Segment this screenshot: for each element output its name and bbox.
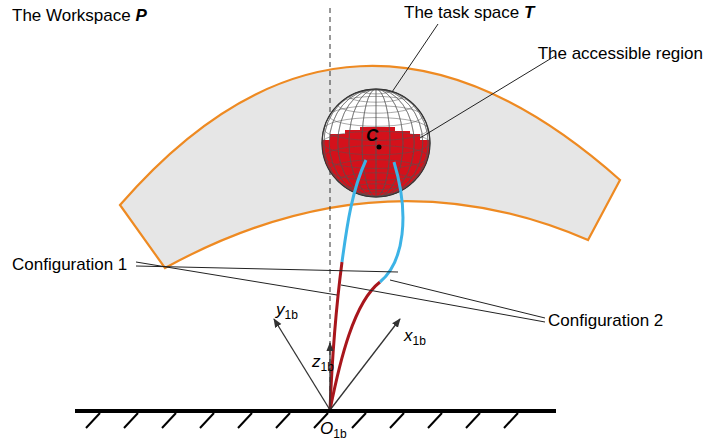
z-axis bbox=[329, 343, 330, 410]
config2-upper bbox=[380, 162, 403, 282]
hatch-stroke bbox=[352, 413, 366, 428]
hatch-stroke bbox=[124, 413, 138, 428]
origin-label: O1b bbox=[320, 419, 347, 442]
hatch-stroke bbox=[390, 413, 404, 428]
text: The Workspace bbox=[12, 6, 135, 25]
grid-line bbox=[329, 89, 423, 197]
grid-line bbox=[362, 89, 390, 197]
symbol: O bbox=[320, 419, 333, 438]
hatch-stroke bbox=[200, 413, 214, 428]
hatch-stroke bbox=[276, 413, 290, 428]
symbol: x bbox=[404, 326, 413, 345]
config-label: Configuration 2 bbox=[548, 311, 663, 331]
ground-line bbox=[75, 409, 556, 413]
symbol: P bbox=[135, 6, 146, 25]
region-label: The accessible region bbox=[538, 44, 703, 64]
grid-line bbox=[329, 160, 423, 181]
point-label: C bbox=[366, 126, 378, 146]
grid-line bbox=[338, 89, 414, 197]
grid-line bbox=[338, 96, 414, 113]
center-dot bbox=[377, 145, 382, 150]
config2-lower bbox=[330, 282, 380, 410]
leader-line bbox=[341, 285, 545, 322]
grid-line bbox=[329, 106, 423, 127]
symbol: T bbox=[524, 3, 534, 22]
subscript: 1b bbox=[333, 427, 346, 441]
leader-line bbox=[390, 280, 545, 318]
axis-label: x1b bbox=[404, 326, 426, 349]
hatch-stroke bbox=[238, 413, 252, 428]
hatch-stroke bbox=[86, 413, 100, 428]
task-space-sphere bbox=[300, 88, 450, 220]
grid-line bbox=[362, 89, 390, 197]
axis-label: z1b bbox=[312, 352, 334, 375]
grid-line bbox=[324, 146, 428, 169]
grid-line bbox=[324, 89, 428, 197]
symbol: y bbox=[276, 300, 285, 319]
symbol: z bbox=[312, 352, 321, 371]
axis-label: y1b bbox=[276, 300, 298, 323]
grid-line bbox=[338, 89, 414, 197]
grid-line bbox=[338, 173, 414, 190]
hatch-stroke bbox=[504, 413, 518, 428]
grid-line bbox=[322, 89, 430, 197]
leader-line bbox=[392, 24, 438, 92]
sphere-outline bbox=[322, 89, 430, 197]
subscript: 1b bbox=[285, 308, 298, 322]
grid-line bbox=[324, 89, 428, 197]
grid-line bbox=[329, 89, 423, 197]
hatch-stroke bbox=[428, 413, 442, 428]
region-label: The task space T bbox=[404, 3, 534, 23]
symbol: C bbox=[366, 126, 378, 145]
subscript: 1b bbox=[413, 334, 426, 348]
config-label: Configuration 1 bbox=[12, 255, 127, 275]
leader-line bbox=[136, 266, 398, 272]
workspace-region bbox=[120, 66, 620, 268]
text: The task space bbox=[404, 3, 524, 22]
hatch-stroke bbox=[162, 413, 176, 428]
region-label: The Workspace P bbox=[12, 6, 147, 26]
subscript: 1b bbox=[321, 360, 334, 374]
hatch-stroke bbox=[466, 413, 480, 428]
ground-hatching bbox=[86, 413, 518, 428]
config1-upper bbox=[342, 160, 366, 262]
x-axis bbox=[330, 319, 400, 410]
leader-line bbox=[420, 56, 555, 138]
